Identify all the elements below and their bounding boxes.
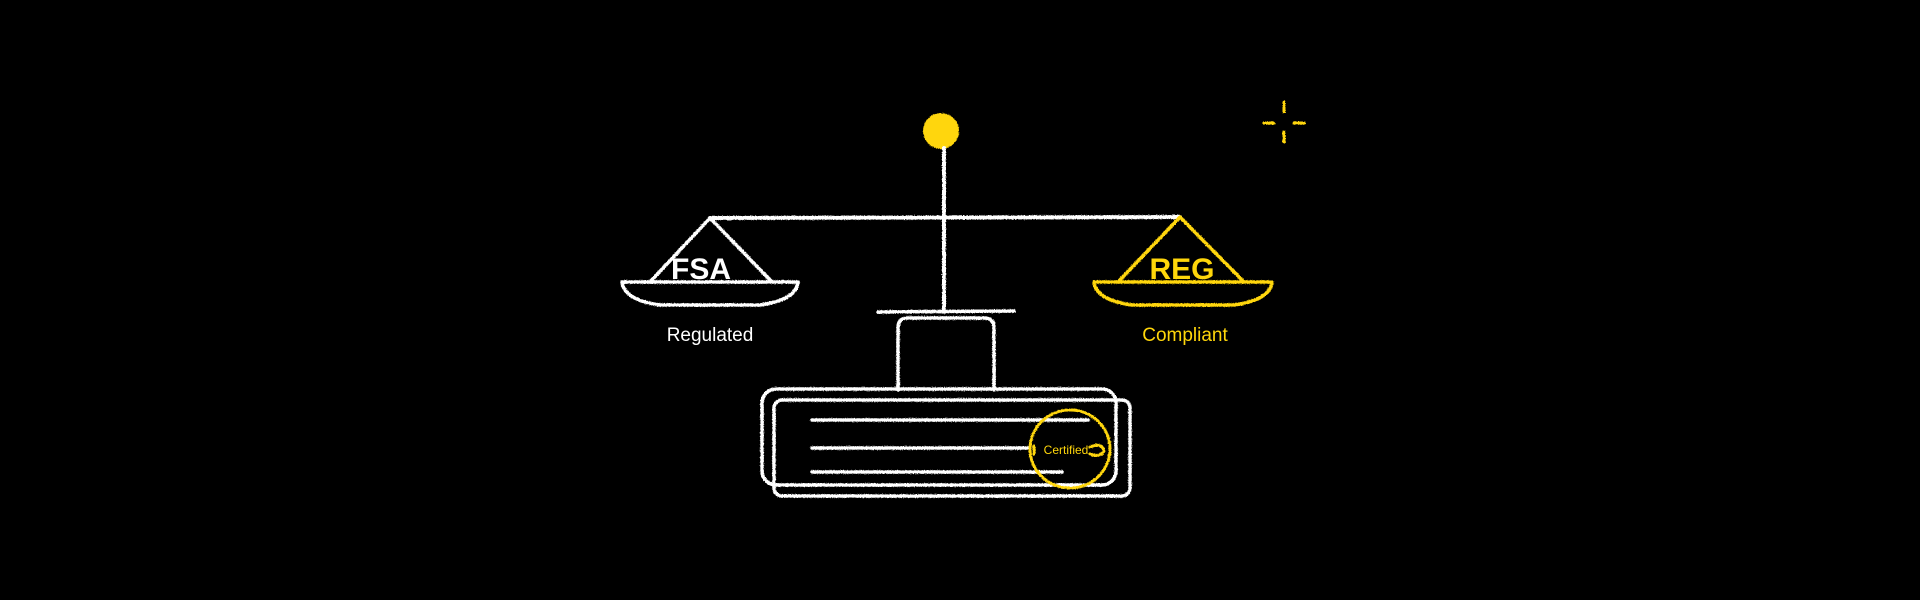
pivot-dot-icon bbox=[923, 113, 959, 149]
base-pedestal bbox=[896, 316, 996, 392]
left-pan-caption: Regulated bbox=[667, 325, 754, 346]
right-pan-bowl bbox=[1092, 280, 1274, 307]
left-pan-bowl bbox=[620, 280, 800, 307]
balance-beam bbox=[708, 215, 1182, 220]
certified-seal-icon bbox=[1028, 408, 1112, 490]
base-crossbar bbox=[876, 309, 1016, 314]
right-pan-label: REG bbox=[1149, 253, 1214, 286]
seal-mark-right bbox=[1088, 443, 1106, 457]
left-pan-label: FSA bbox=[671, 253, 731, 286]
certificate-front-sheet bbox=[772, 398, 1132, 498]
sparkle-icon bbox=[1262, 100, 1306, 144]
seal-text: Certified bbox=[1044, 443, 1089, 457]
right-pan-triangle bbox=[1116, 215, 1246, 284]
left-pan-triangle bbox=[648, 216, 774, 284]
right-pan-caption: Compliant bbox=[1142, 325, 1228, 346]
certificate-back-sheet bbox=[760, 387, 1118, 487]
